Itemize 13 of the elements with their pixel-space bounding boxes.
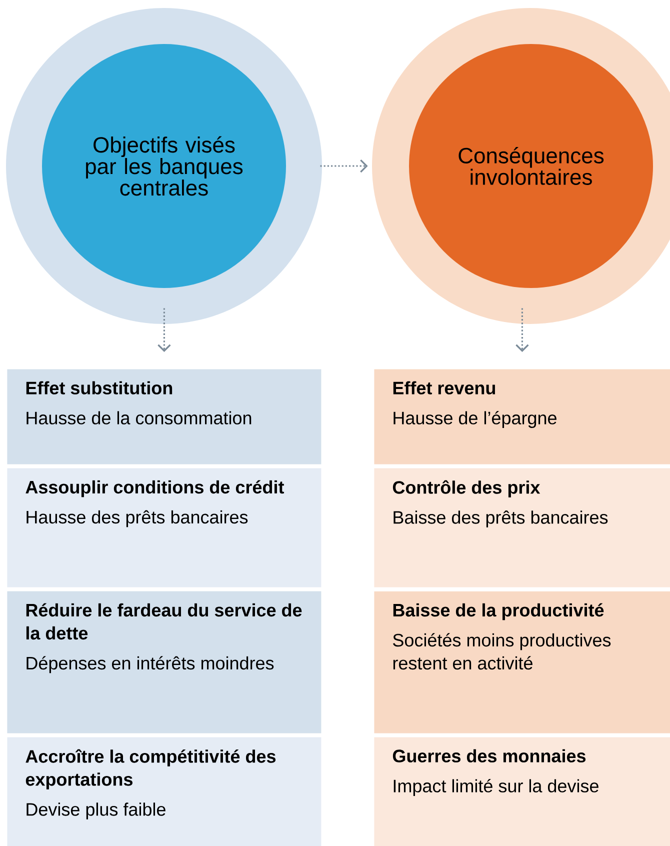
arrow — [516, 308, 529, 352]
arrow — [158, 308, 171, 352]
text-box: Effet revenu Hausse de l’épargne — [374, 369, 670, 464]
circle-text: Conséquences involontaires — [409, 44, 653, 288]
text-box: Guerres des monnaies Impact limité sur la devise — [374, 737, 670, 846]
text-box: Effet substitution Hausse de la consommation — [7, 369, 322, 464]
text-box: Accroître la compétitivité des exportations Devise plus faible — [7, 737, 322, 846]
circle-text: Objectifs visés par les banques centrales — [42, 44, 286, 288]
text-box: Réduire le fardeau du service de la dette Dépenses en intérêts moindres — [7, 591, 322, 734]
arrow — [320, 159, 368, 173]
text-box: Contrôle des prix Baisse des prêts bancaires — [374, 468, 670, 588]
text-box: Baisse de la productivité Sociétés moins productives restent en activité — [374, 591, 670, 734]
text-box: Assouplir conditions de crédit Hausse des prêts bancaires — [7, 468, 322, 588]
